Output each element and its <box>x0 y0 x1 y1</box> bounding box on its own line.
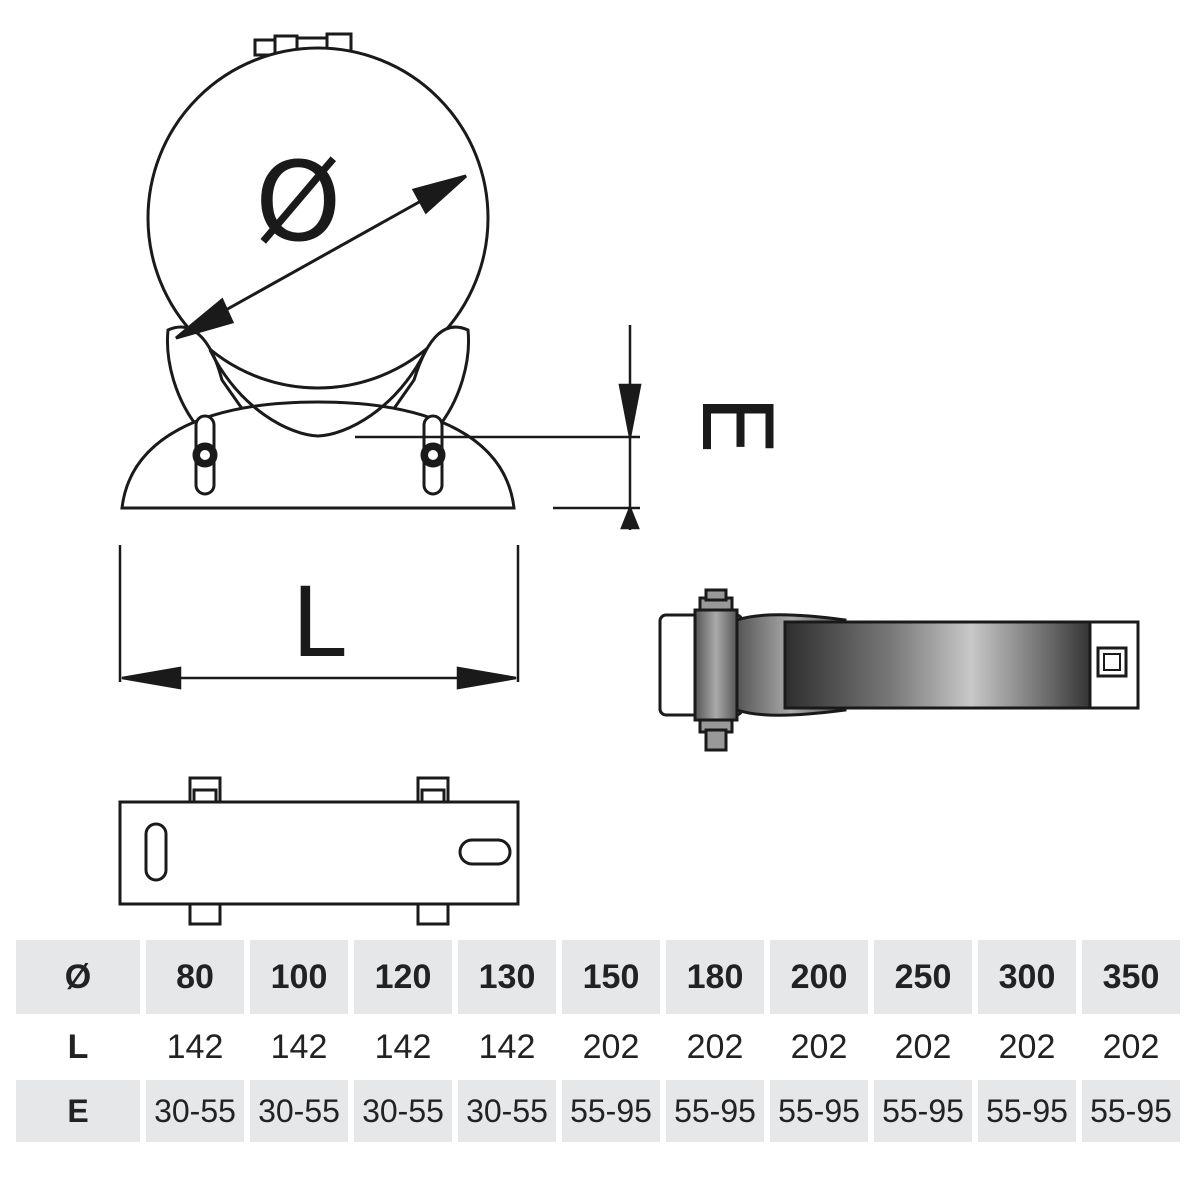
table-cell: 130 <box>458 940 556 1014</box>
table-cell: 55-95 <box>978 1080 1076 1142</box>
table-cell: 55-95 <box>770 1080 868 1142</box>
table-cell: 200 <box>770 940 868 1014</box>
technical-drawing: Ø E L <box>118 32 1140 926</box>
table-cell: 142 <box>270 1027 328 1066</box>
table-cell: 300 <box>978 940 1076 1014</box>
bottom-view <box>118 776 520 926</box>
table-cell: 100 <box>250 940 348 1014</box>
table-cell: 250 <box>874 940 972 1014</box>
table-cell: 30-55 <box>146 1080 244 1142</box>
table-cell: 202 <box>1102 1027 1160 1066</box>
length-dimension <box>118 545 520 690</box>
front-view <box>120 32 516 510</box>
table-cell: 55-95 <box>1082 1080 1180 1142</box>
table-row-diameter: Ø 80 100 120 130 150 180 200 250 300 350 <box>16 940 1180 1014</box>
table-cell: 30-55 <box>250 1080 348 1142</box>
height-dimension <box>355 325 642 530</box>
table-cell: 142 <box>374 1027 432 1066</box>
table-cell: 202 <box>686 1027 744 1066</box>
table-cell: 120 <box>354 940 452 1014</box>
row-header-diameter: Ø <box>16 940 140 1014</box>
table-cell: 150 <box>562 940 660 1014</box>
table-cell: 350 <box>1082 940 1180 1014</box>
base-plate-bottom <box>118 800 520 906</box>
table-cell: 55-95 <box>666 1080 764 1142</box>
table-cell: 202 <box>790 1027 848 1066</box>
base-plate <box>120 400 516 510</box>
diameter-symbol: Ø <box>255 138 342 266</box>
table-cell: 55-95 <box>562 1080 660 1142</box>
table-cell: 55-95 <box>874 1080 972 1142</box>
clamp-ring <box>146 46 490 390</box>
table-cell: 202 <box>894 1027 952 1066</box>
table-cell: 142 <box>478 1027 536 1066</box>
length-label: L <box>291 567 344 679</box>
row-header-height: E <box>16 1080 140 1142</box>
table-cell: 202 <box>998 1027 1056 1066</box>
height-label: E <box>680 395 792 456</box>
table-row-length: L 142 142 142 142 202 202 202 202 202 20… <box>16 1014 1180 1080</box>
table-cell: 30-55 <box>458 1080 556 1142</box>
specification-table: Ø 80 100 120 130 150 180 200 250 300 350… <box>10 940 1186 1142</box>
table-cell: 180 <box>666 940 764 1014</box>
table-cell: 202 <box>582 1027 640 1066</box>
side-view <box>658 588 1140 752</box>
row-header-length: L <box>67 1027 89 1066</box>
clamp-band <box>783 620 1097 710</box>
table-cell: 30-55 <box>354 1080 452 1142</box>
table-row-height: E 30-55 30-55 30-55 30-55 55-95 55-95 55… <box>16 1080 1180 1142</box>
table-cell: 142 <box>166 1027 224 1066</box>
diameter-dimension <box>175 174 468 340</box>
table-cell: 80 <box>146 940 244 1014</box>
